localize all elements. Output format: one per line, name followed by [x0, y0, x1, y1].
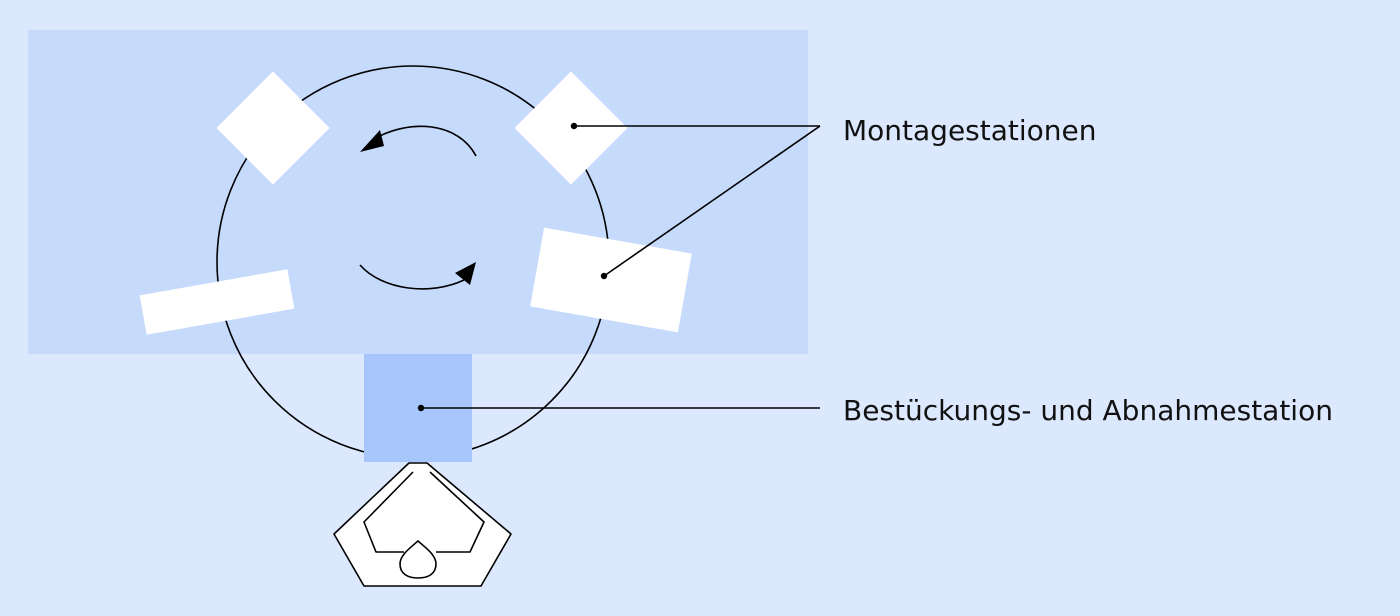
rotation-arrow-top — [360, 125, 477, 157]
assembly-stations-leaders — [570, 122, 821, 280]
assembly-station-right — [530, 227, 692, 333]
leader-dot-loading-station — [417, 404, 425, 412]
operator-seat-icon — [333, 462, 512, 587]
rotation-arrow-bottom — [359, 262, 476, 290]
label-assembly-stations: Montagestationen — [843, 114, 1097, 147]
label-loading-station: Bestückungs- und Abnahmestation — [843, 394, 1333, 427]
leader-dot-right — [600, 272, 608, 280]
leader-dot-top-right — [570, 122, 578, 130]
assembly-station-left — [139, 269, 295, 335]
loading-station-leader — [417, 404, 820, 412]
assembly-station-top-left — [216, 71, 330, 185]
